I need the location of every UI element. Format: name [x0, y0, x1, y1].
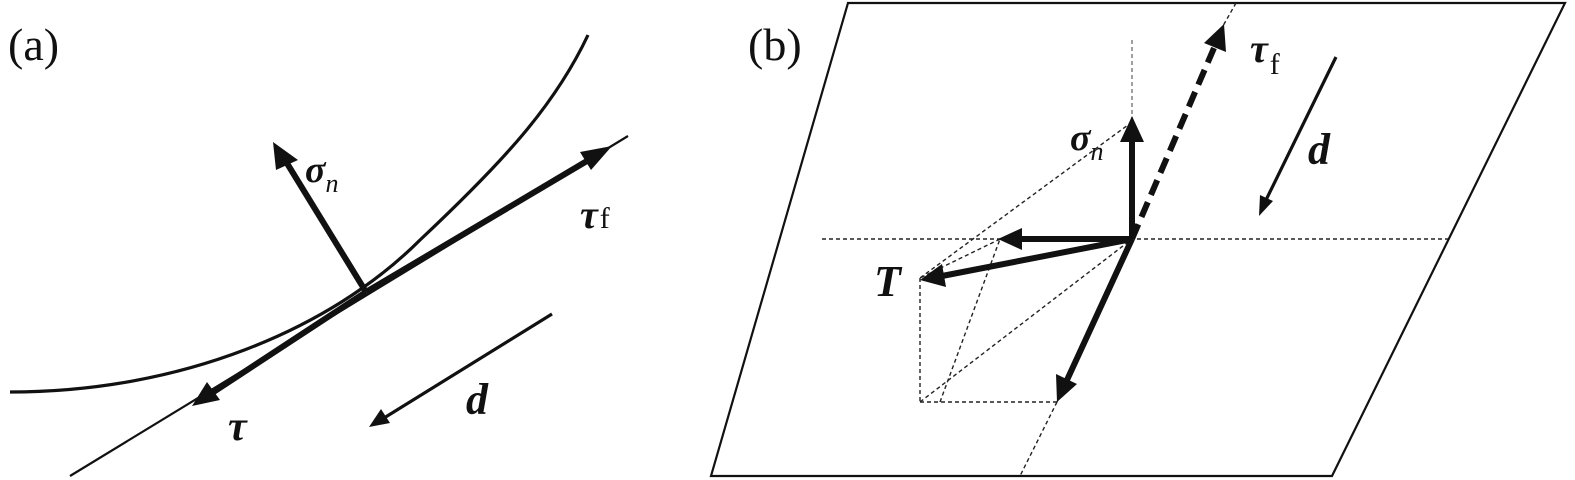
sigma-n-arrowhead-b	[1120, 116, 1144, 142]
sigma-symbol: σ	[305, 149, 327, 191]
d-arrowhead	[369, 409, 390, 427]
sigma-subscript: n	[325, 169, 338, 198]
tau-f-arrowhead-b	[1204, 24, 1226, 52]
dip-line-bottom-extension	[1019, 401, 1058, 477]
panel-b-label: (b)	[748, 19, 802, 70]
d-label-a: d	[466, 375, 489, 424]
sigma-subscript-b: n	[1090, 137, 1103, 166]
d-label-b: d	[1308, 125, 1331, 174]
tau-f-subscript-b: f	[1270, 48, 1280, 81]
t-arrowhead	[920, 264, 946, 287]
tau-f-label: τf	[580, 192, 610, 237]
panel-a: (a) σn τf τ d	[8, 19, 629, 477]
construction-line-4	[919, 238, 1133, 403]
tau-f-subscript: f	[600, 202, 610, 235]
panel-a-label: (a)	[8, 19, 59, 70]
construction-line-6	[919, 121, 1133, 279]
tau-arrowhead-b	[1056, 374, 1077, 402]
tau-f-arrow	[364, 155, 594, 295]
t-arrow	[941, 236, 1133, 279]
tau-f-label-b: τf	[1250, 26, 1280, 81]
fault-curve	[9, 34, 590, 394]
tau-label: τ	[228, 404, 248, 450]
d-arrow-b	[1264, 56, 1338, 201]
sigma-n-label-b: σn	[1070, 117, 1103, 166]
tau-f-arrow-b	[1129, 46, 1217, 241]
tau-f-symbol: τ	[580, 192, 599, 237]
fault-plane	[709, 1, 1567, 478]
tau-f-arrowhead	[580, 146, 612, 170]
horizontal-component-arrowhead	[998, 228, 1022, 250]
sigma-symbol-b: σ	[1070, 117, 1092, 159]
construction-line-5	[939, 238, 1001, 403]
tau-arrowhead	[192, 382, 220, 406]
tau-arrow-b	[1064, 237, 1135, 382]
d-arrow	[383, 312, 553, 420]
sigma-n-arrow	[282, 158, 369, 294]
construction-line-1	[919, 238, 1001, 279]
tau-arrow	[210, 289, 368, 396]
d-arrowhead-b	[1259, 195, 1273, 216]
sigma-n-label: σn	[305, 149, 338, 198]
panel-b: (b)	[709, 1, 1567, 478]
sigma-n-arrowhead	[273, 142, 298, 170]
tau-f-symbol-b: τ	[1250, 26, 1269, 71]
t-label: T	[874, 257, 903, 306]
